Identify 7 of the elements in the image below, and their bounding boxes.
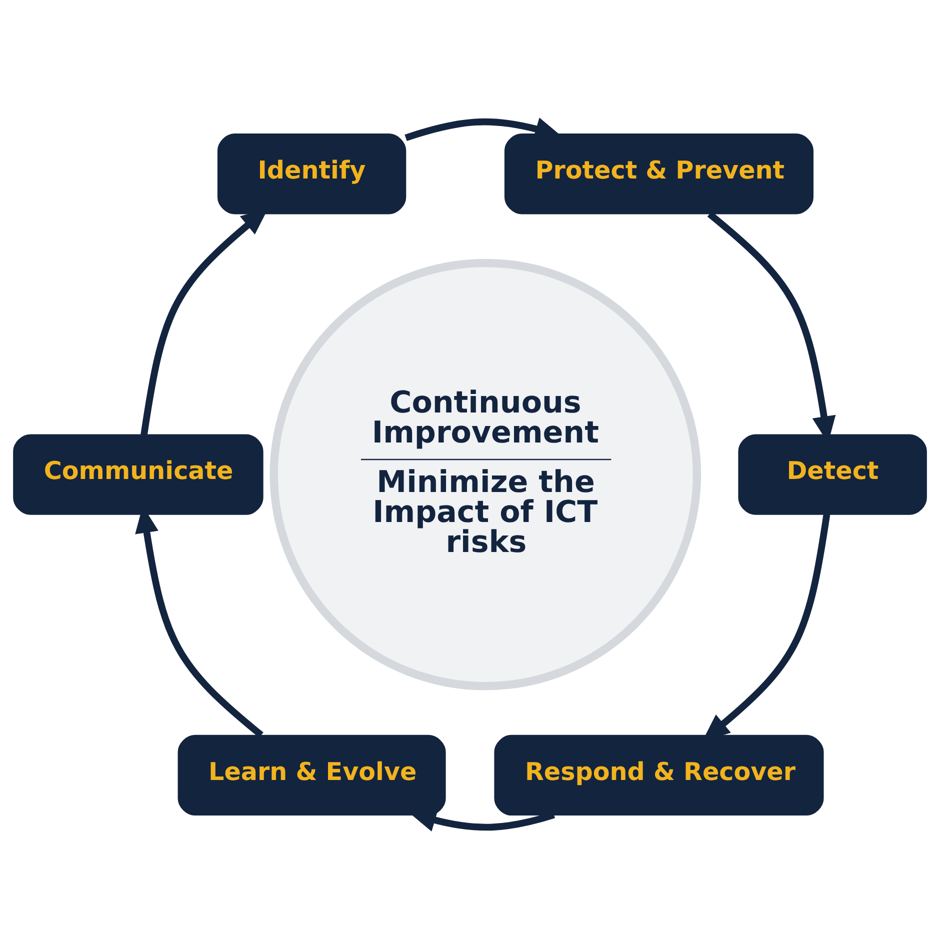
node-box: Learn & Evolve [178,734,446,816]
node-box: Detect [738,434,927,514]
node-circle: Continuous Improvement Minimize the Impact of ICT risks [270,258,702,690]
node-box: Identify [217,133,406,214]
node-box: Protect & Prevent [504,133,814,214]
node-box: Communicate [13,434,264,514]
node-box: Respond & Recover [494,734,824,816]
